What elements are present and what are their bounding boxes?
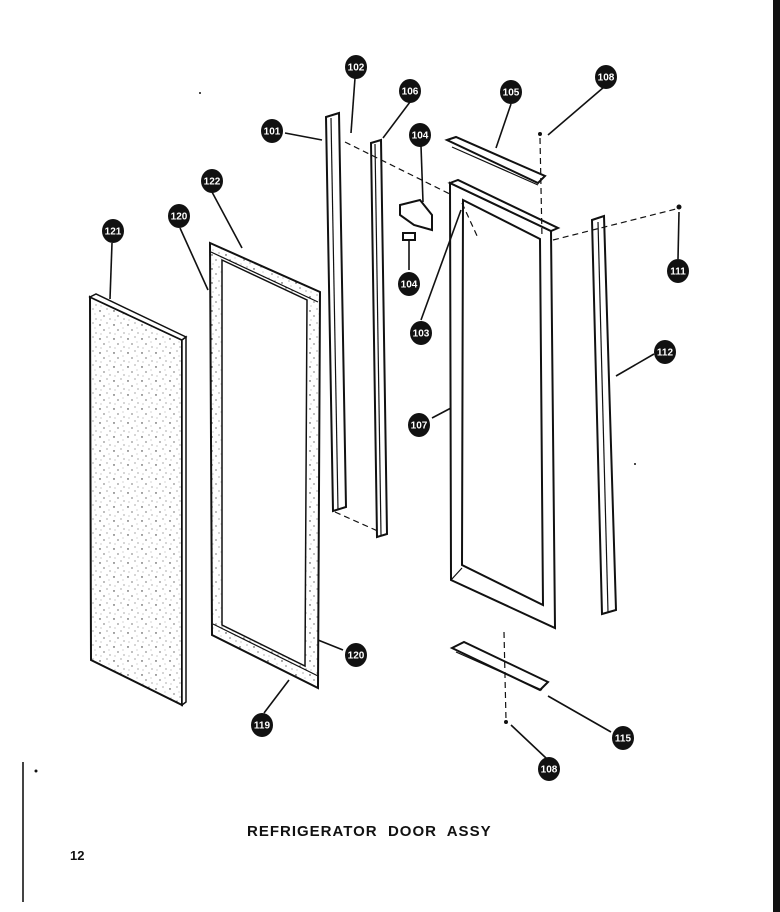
gasket-frame-part bbox=[208, 241, 322, 690]
callout-115: 115 bbox=[612, 726, 634, 750]
callout-circle bbox=[102, 219, 124, 243]
callout-circle bbox=[168, 204, 190, 228]
callout-121: 121 bbox=[102, 219, 124, 243]
callout-circle bbox=[654, 340, 676, 364]
callout-120: 120 bbox=[345, 643, 367, 667]
callout-number: 106 bbox=[402, 87, 419, 98]
callout-number: 121 bbox=[105, 227, 122, 238]
callout-101: 101 bbox=[261, 119, 283, 143]
speck bbox=[199, 92, 201, 94]
inner-panel-part bbox=[88, 293, 188, 707]
callout-number: 105 bbox=[503, 88, 520, 99]
callout-107: 107 bbox=[408, 413, 430, 437]
callout-111: 111 bbox=[667, 259, 689, 283]
callout-circle bbox=[410, 321, 432, 345]
callout-number: 122 bbox=[204, 177, 221, 188]
side-strip-part bbox=[590, 214, 618, 616]
callout-number: 108 bbox=[598, 73, 615, 84]
scan-edge-border bbox=[773, 0, 780, 912]
callout-number: 107 bbox=[411, 421, 428, 432]
callout-119: 119 bbox=[251, 713, 273, 737]
callout-number: 112 bbox=[657, 348, 674, 359]
leader-lines bbox=[109, 77, 680, 759]
alignment-dashline bbox=[334, 511, 381, 533]
callout-circle bbox=[345, 55, 367, 79]
callout-number: 103 bbox=[413, 329, 430, 340]
callout-circle bbox=[251, 713, 273, 737]
alignment-dashline bbox=[344, 141, 473, 206]
callout-106: 106 bbox=[399, 79, 421, 103]
callout-102: 102 bbox=[345, 55, 367, 79]
screw-108-bottom bbox=[504, 720, 508, 724]
diagram-title: REFRIGERATOR DOOR ASSY bbox=[247, 823, 492, 840]
callout-circle bbox=[408, 413, 430, 437]
callout-108: 108 bbox=[538, 757, 560, 781]
scan-margin-line bbox=[22, 762, 24, 902]
door-frame-part bbox=[447, 178, 561, 630]
callout-103: 103 bbox=[410, 321, 432, 345]
callout-labels: 101 102 106 104 105 108 122 120 121 104 103 111 112 1… bbox=[102, 55, 689, 781]
callout-number: 111 bbox=[670, 267, 686, 278]
speck bbox=[634, 463, 636, 465]
callout-circle bbox=[201, 169, 223, 193]
callout-circle bbox=[612, 726, 634, 750]
callout-104: 104 bbox=[398, 272, 420, 296]
callout-circle bbox=[667, 259, 689, 283]
callout-112: 112 bbox=[654, 340, 676, 364]
callout-number: 120 bbox=[171, 212, 188, 223]
callout-circle bbox=[261, 119, 283, 143]
callout-number: 108 bbox=[541, 765, 558, 776]
callout-circle bbox=[538, 757, 560, 781]
page-number: 12 bbox=[70, 848, 85, 863]
callout-number: 104 bbox=[401, 280, 418, 291]
speck bbox=[34, 769, 38, 773]
screw-dashline bbox=[539, 137, 543, 239]
callout-104: 104 bbox=[409, 123, 431, 147]
screw-dashline bbox=[552, 207, 681, 241]
callout-circle bbox=[595, 65, 617, 89]
bottom-bracket-part bbox=[449, 640, 550, 692]
center-trim-strip-part bbox=[369, 138, 389, 539]
callout-120: 120 bbox=[168, 204, 190, 228]
callout-circle bbox=[399, 79, 421, 103]
callout-circle bbox=[345, 643, 367, 667]
hinge-part bbox=[399, 198, 433, 241]
callout-number: 120 bbox=[348, 651, 365, 662]
callout-circle bbox=[409, 123, 431, 147]
screw-111 bbox=[676, 204, 682, 210]
screw-108-top bbox=[538, 132, 542, 136]
screw-dashline bbox=[503, 631, 507, 721]
callout-number: 119 bbox=[254, 721, 271, 732]
left-trim-strip-part bbox=[324, 111, 348, 513]
callout-number: 115 bbox=[615, 734, 632, 745]
callout-number: 102 bbox=[348, 63, 365, 74]
callout-108: 108 bbox=[595, 65, 617, 89]
callout-122: 122 bbox=[201, 169, 223, 193]
callout-circle bbox=[500, 80, 522, 104]
callout-105: 105 bbox=[500, 80, 522, 104]
hinge-dashline bbox=[461, 202, 479, 239]
callout-number: 101 bbox=[264, 127, 281, 138]
callout-circle bbox=[398, 272, 420, 296]
top-bracket-part bbox=[444, 135, 547, 186]
callout-number: 104 bbox=[412, 131, 429, 142]
